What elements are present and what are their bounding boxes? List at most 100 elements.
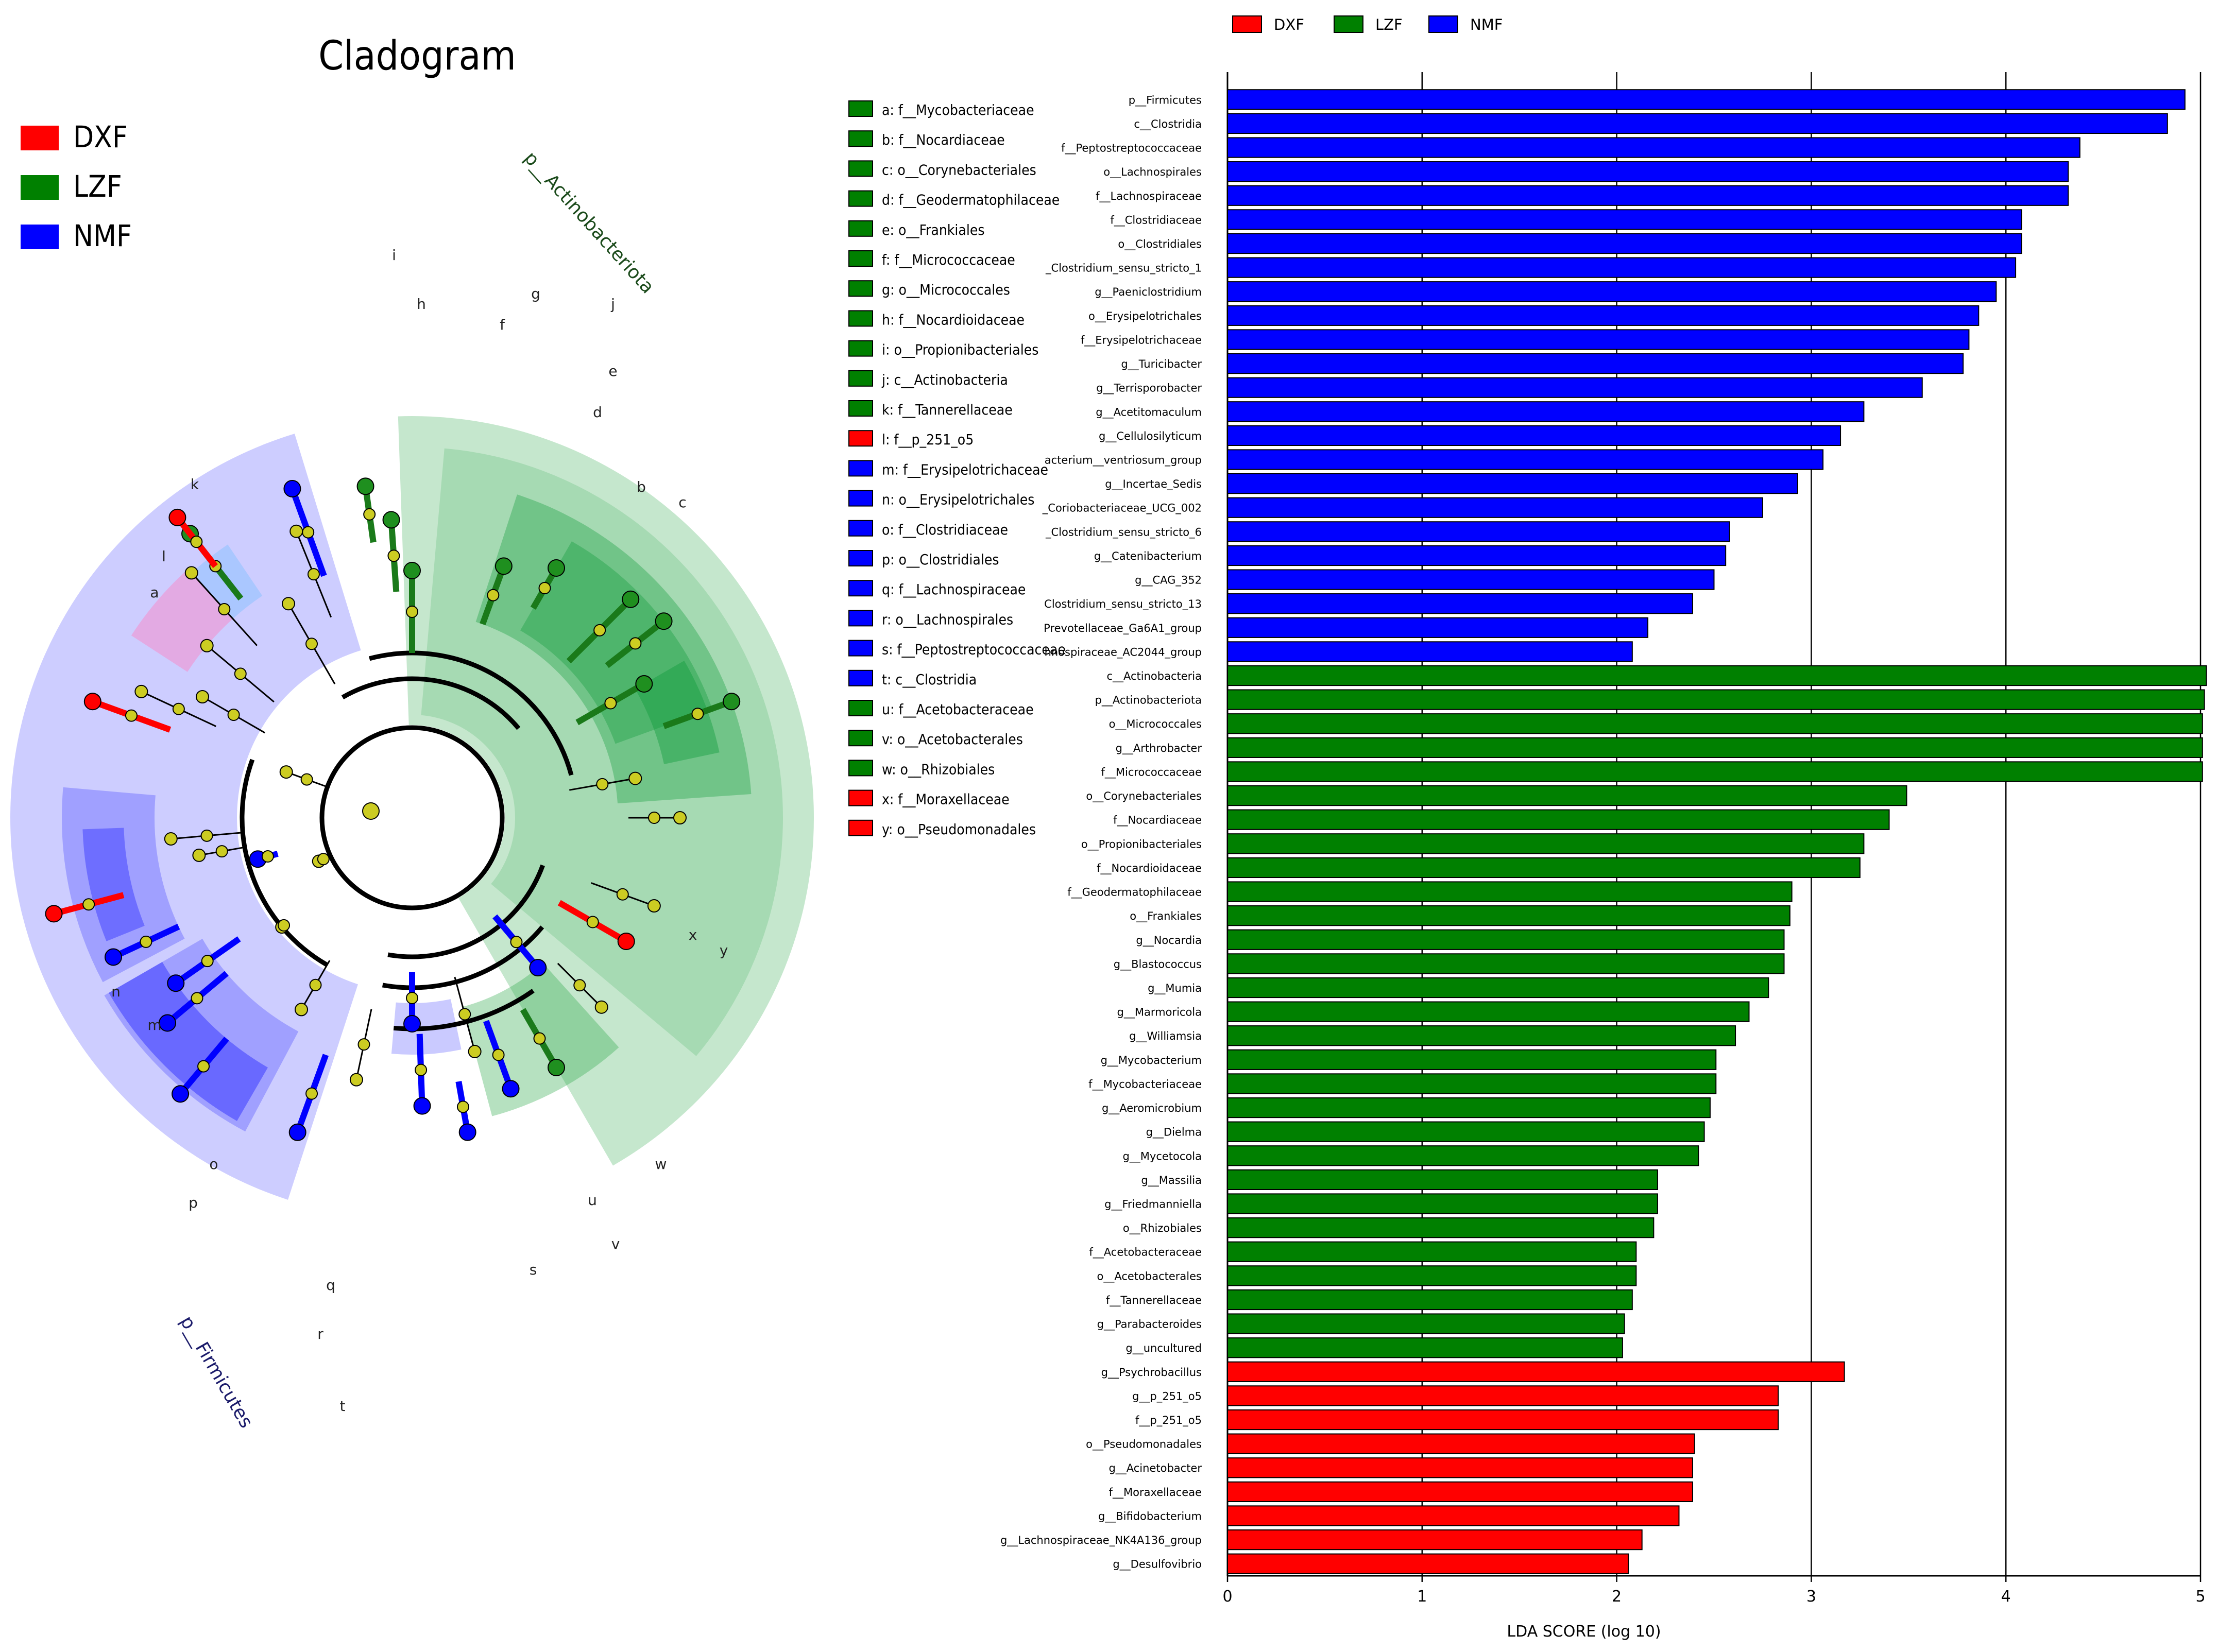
key-swatch bbox=[848, 460, 873, 477]
bar bbox=[1227, 473, 1798, 494]
key-swatch bbox=[848, 700, 873, 716]
bar bbox=[1227, 761, 2203, 782]
tree-node bbox=[635, 675, 653, 693]
node-letter: f bbox=[500, 316, 505, 333]
clade-sector bbox=[10, 434, 361, 1200]
cladogram-title: Cladogram bbox=[318, 33, 516, 79]
tree-node bbox=[134, 684, 148, 698]
y-tick-label: p__Firmicutes bbox=[1129, 94, 1202, 107]
key-swatch bbox=[848, 310, 873, 327]
key-swatch bbox=[848, 490, 873, 507]
legend-label: LZF bbox=[1375, 16, 1403, 33]
y-tick-label: g__Mumia bbox=[1148, 982, 1202, 995]
tree-arc bbox=[240, 759, 329, 967]
x-tick-label: 5 bbox=[2195, 1588, 2205, 1606]
tree-node bbox=[403, 562, 421, 579]
bar bbox=[1227, 905, 1790, 926]
bar bbox=[1227, 1169, 1658, 1190]
tree-node bbox=[415, 1063, 428, 1076]
tree-node bbox=[164, 832, 178, 846]
node-letter: e bbox=[608, 363, 617, 380]
key-label: k: f__Tannerellaceae bbox=[882, 401, 1013, 418]
tree-node bbox=[604, 697, 617, 710]
node-letter: w bbox=[655, 1156, 667, 1173]
tree-node bbox=[200, 829, 213, 842]
tree-node bbox=[616, 888, 629, 901]
tree-node bbox=[282, 597, 295, 611]
bar bbox=[1227, 521, 1730, 542]
bar bbox=[1227, 401, 1865, 422]
key-swatch bbox=[848, 400, 873, 417]
key-swatch bbox=[848, 160, 873, 177]
bar bbox=[1227, 1433, 1695, 1454]
key-label: a: f__Mycobacteriaceae bbox=[882, 101, 1034, 118]
tree-node bbox=[82, 898, 95, 911]
bar bbox=[1227, 1217, 1655, 1238]
bar bbox=[1227, 641, 1633, 662]
key-label: p: o__Clostridiales bbox=[882, 551, 999, 568]
node-letter: u bbox=[588, 1192, 597, 1209]
tree-arc bbox=[319, 725, 505, 910]
key-swatch bbox=[848, 550, 873, 566]
tree-node bbox=[125, 709, 138, 722]
tree-node bbox=[184, 566, 198, 580]
bar bbox=[1227, 137, 2080, 158]
bar bbox=[1227, 1385, 1779, 1406]
node-letter: n bbox=[111, 983, 121, 1000]
tree-node bbox=[83, 693, 101, 711]
tree-node bbox=[538, 581, 551, 594]
tree-node bbox=[594, 1000, 608, 1014]
bar bbox=[1227, 497, 1763, 518]
tree-arc bbox=[369, 650, 574, 776]
key-label: v: o__Acetobacterales bbox=[882, 731, 1023, 748]
clade-sector bbox=[131, 569, 233, 672]
y-tick-label: g__p_251_o5 bbox=[1132, 1390, 1202, 1403]
node-letter: o bbox=[209, 1156, 218, 1173]
clade-sector bbox=[109, 962, 268, 1121]
key-label: m: f__Erysipelotrichaceae bbox=[882, 461, 1048, 478]
tree-node bbox=[305, 638, 318, 650]
tree-node bbox=[502, 1080, 520, 1098]
bar bbox=[1227, 1481, 1693, 1502]
tree-node bbox=[458, 1123, 476, 1141]
bar bbox=[1227, 1553, 1629, 1574]
key-swatch bbox=[848, 370, 873, 387]
tree-node bbox=[487, 589, 500, 601]
tree-node bbox=[159, 1014, 177, 1032]
key-swatch bbox=[848, 610, 873, 627]
tree-node bbox=[300, 773, 313, 786]
key-label: w: o__Rhizobiales bbox=[882, 761, 995, 778]
bar bbox=[1227, 1289, 1633, 1311]
key-label: e: o__Frankiales bbox=[882, 221, 984, 238]
tree-node bbox=[234, 667, 247, 680]
key-label: n: o__Erysipelotrichales bbox=[882, 491, 1034, 508]
tree-node bbox=[468, 1044, 482, 1058]
y-tick-label: c__Clostridia bbox=[1134, 118, 1202, 131]
tree-arc bbox=[387, 864, 545, 959]
y-tick-label: o__Frankiales bbox=[1130, 910, 1202, 923]
x-tick-label: 0 bbox=[1222, 1588, 1232, 1606]
bar bbox=[1227, 425, 1841, 446]
bar bbox=[1227, 1505, 1680, 1526]
bar bbox=[1227, 785, 1907, 806]
tree-node bbox=[492, 1048, 505, 1061]
node-letter: g bbox=[531, 285, 540, 302]
tree-node bbox=[227, 709, 240, 721]
clade-sectors bbox=[10, 416, 814, 1200]
legend-swatch bbox=[21, 175, 59, 200]
tree-node bbox=[172, 702, 185, 715]
tree-node bbox=[349, 1073, 363, 1087]
node-letter: p bbox=[189, 1194, 198, 1211]
bar bbox=[1227, 809, 1890, 830]
y-tick-label: g__Nocardia bbox=[1136, 934, 1202, 947]
legend-swatch bbox=[21, 225, 59, 249]
node-letter: i bbox=[392, 247, 396, 264]
key-label: i: o__Propionibacteriales bbox=[882, 341, 1038, 358]
bar bbox=[1227, 713, 2203, 734]
key-label: l: f__p_251_o5 bbox=[882, 431, 974, 448]
key-swatch bbox=[848, 130, 873, 147]
key-label: c: o__Corynebacteriales bbox=[882, 161, 1036, 178]
tree-node bbox=[104, 948, 122, 966]
